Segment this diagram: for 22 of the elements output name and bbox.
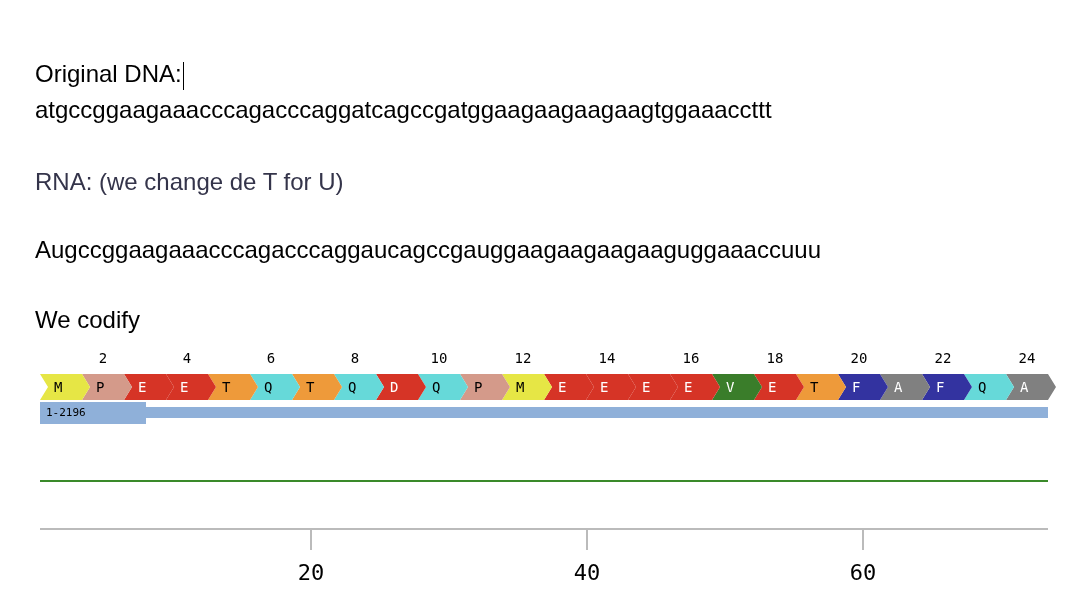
rna-sequence: Augccggaagaaacccagacccaggaucagccgauggaagaagaagaaguggaaaccuuu — [35, 236, 821, 264]
position-number: 10 — [429, 350, 449, 366]
position-number: 24 — [1017, 350, 1037, 366]
position-number: 18 — [765, 350, 785, 366]
heading-text: We codify — [35, 306, 140, 334]
position-number: 6 — [265, 350, 277, 366]
axis-tick-label: 40 — [572, 560, 602, 585]
position-number: 16 — [681, 350, 701, 366]
residue-chevron: M — [40, 374, 90, 400]
dna-sequence: atgccggaagaaacccagacccaggatcagccgatggaagaagaagaagtggaaaccttt — [35, 96, 772, 124]
position-number: 4 — [181, 350, 193, 366]
position-number: 22 — [933, 350, 953, 366]
rna-heading: RNA: (we change de T for U) — [35, 168, 344, 196]
position-number: 12 — [513, 350, 533, 366]
position-number: 20 — [849, 350, 869, 366]
position-number: 2 — [97, 350, 109, 366]
axis-tick-label: 60 — [848, 560, 878, 585]
feature-label: 1-2196 — [40, 402, 146, 424]
axis-tick-label: 20 — [296, 560, 326, 585]
position-number: 14 — [597, 350, 617, 366]
heading-text: Original DNA: — [35, 60, 182, 88]
position-number: 8 — [349, 350, 361, 366]
